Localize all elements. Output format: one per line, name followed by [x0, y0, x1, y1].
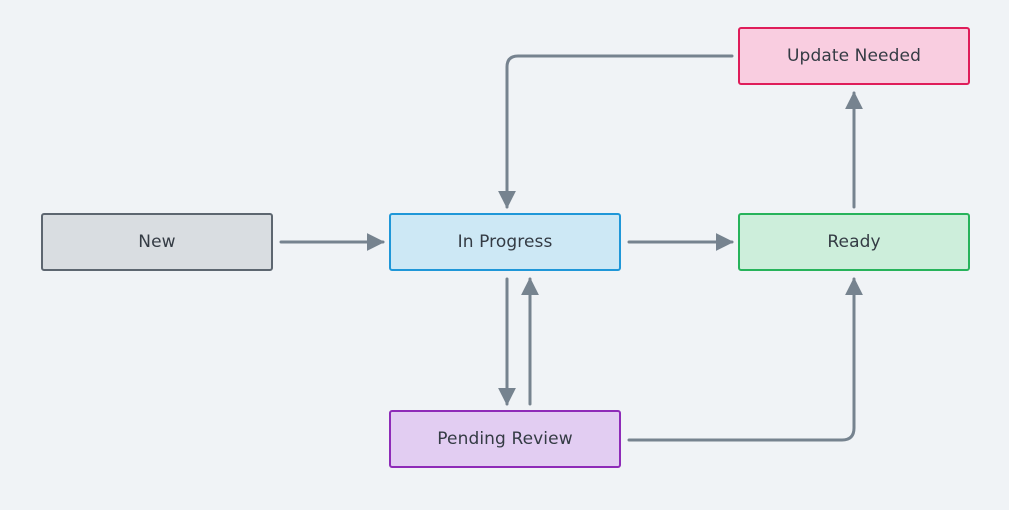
state-label-ready: Ready	[827, 232, 881, 252]
edge-pending-review-to-ready	[627, 277, 863, 442]
state-node-new: New	[41, 213, 273, 271]
edge-update-needed-to-in-progress	[498, 54, 734, 209]
state-label-new: New	[138, 232, 176, 252]
state-node-in-progress: In Progress	[389, 213, 621, 271]
state-label-update-needed: Update Needed	[787, 46, 921, 66]
state-node-update-needed: Update Needed	[738, 27, 970, 85]
state-node-ready: Ready	[738, 213, 970, 271]
state-label-pending-review: Pending Review	[437, 429, 573, 449]
state-node-pending-review: Pending Review	[389, 410, 621, 468]
state-label-in-progress: In Progress	[457, 232, 553, 252]
